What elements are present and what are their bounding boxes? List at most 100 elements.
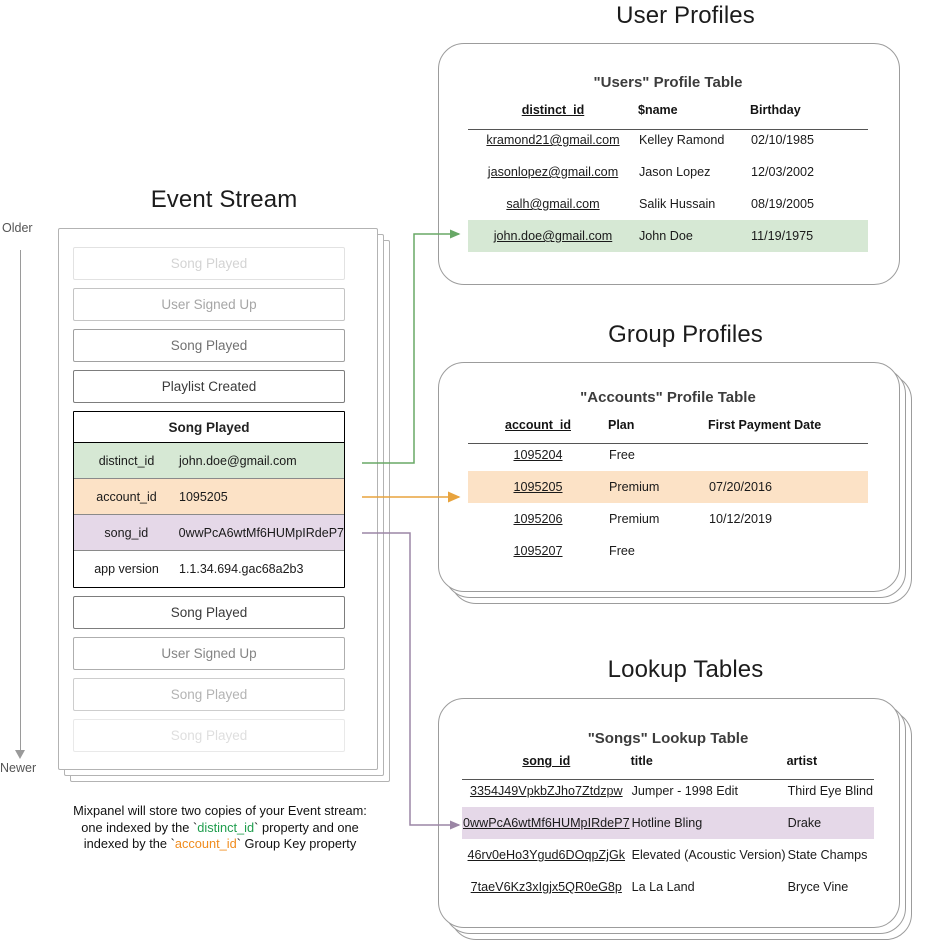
table-cell: Elevated (Acoustic Version) xyxy=(631,848,786,862)
table-cell: Bryce Vine xyxy=(787,880,849,894)
users-col-1: $name xyxy=(638,103,678,117)
event-property-value: john.doe@gmail.com xyxy=(179,453,297,468)
table-cell: Hotline Bling xyxy=(630,807,787,839)
event-property-key: song_id xyxy=(104,525,149,540)
table-cell: kramond21@gmail.com xyxy=(468,124,638,156)
users-col-0: distinct_id xyxy=(521,103,585,117)
table-cell: salh@gmail.com xyxy=(468,188,638,220)
users-profile-panel: "Users" Profile Table distinct_id $name … xyxy=(438,43,908,289)
songs-table-header-row: song_id title artist xyxy=(462,754,874,775)
event-row[interactable]: Song Played xyxy=(73,719,345,752)
table-cell: 07/20/2016 xyxy=(708,471,868,503)
table-cell-key: 1095206 xyxy=(513,512,563,526)
songs-col-1: title xyxy=(630,754,653,768)
table-cell: 1095207 xyxy=(468,535,608,567)
event-row-label: Song Played xyxy=(170,605,248,620)
table-cell-key: 1095205 xyxy=(513,480,563,494)
table-row[interactable]: 1095204 Free xyxy=(468,439,868,471)
table-cell: Third Eye Blind xyxy=(787,784,873,798)
event-row[interactable]: User Signed Up xyxy=(73,288,345,321)
table-cell-key: kramond21@gmail.com xyxy=(486,133,620,147)
event-row-label: Song Played xyxy=(170,256,248,271)
event-row-label: User Signed Up xyxy=(161,297,257,312)
table-cell: 7taeV6Kz3xIgjx5QR0eG8p xyxy=(462,871,631,903)
songs-table-title: "Songs" Lookup Table xyxy=(587,730,749,747)
event-row-label: Song Played xyxy=(170,687,248,702)
table-row[interactable]: salh@gmail.com Salik Hussain 08/19/2005 xyxy=(468,188,868,220)
songs-col-0: song_id xyxy=(522,754,571,768)
users-table-title: "Users" Profile Table xyxy=(593,74,743,91)
caption-line-3: indexed by the `account_id` Group Key pr… xyxy=(40,836,400,853)
table-cell-key: salh@gmail.com xyxy=(506,197,600,211)
accounts-table: account_id Plan First Payment Date 10952… xyxy=(468,418,868,567)
table-cell: 1095204 xyxy=(468,439,608,471)
axis-label-older: Older xyxy=(2,221,33,235)
event-property-key: app version xyxy=(94,562,159,576)
table-cell: Free xyxy=(609,544,635,558)
table-cell: 02/10/1985 xyxy=(751,133,815,147)
caption-line-3-pre: indexed by the ` xyxy=(83,836,175,851)
event-row-label: Song Played xyxy=(170,338,248,353)
section-title-group-profiles: Group Profiles xyxy=(608,321,763,348)
table-cell: 08/19/2005 xyxy=(751,197,815,211)
caption-line-3-post: ` Group Key property xyxy=(236,836,357,851)
songs-lookup-panel: "Songs" Lookup Table song_id title artis… xyxy=(438,698,918,946)
caption-token-distinct-id: distinct_id xyxy=(197,819,255,835)
table-cell-key: john.doe@gmail.com xyxy=(493,229,613,243)
table-cell: Jumper - 1998 Edit xyxy=(631,784,738,798)
event-row[interactable]: Song Played xyxy=(73,247,345,280)
accounts-table-header-rule xyxy=(468,443,868,445)
accounts-table-title: "Accounts" Profile Table xyxy=(580,389,756,406)
table-cell: Premium xyxy=(608,471,708,503)
caption-token-account-id: account_id xyxy=(174,836,237,851)
users-table: distinct_id $name Birthday kramond21@gma… xyxy=(468,103,868,252)
table-cell: 11/19/1975 xyxy=(750,220,868,252)
table-cell xyxy=(708,535,868,567)
event-row[interactable]: User Signed Up xyxy=(73,637,345,670)
table-cell: Free xyxy=(609,448,635,462)
table-cell-key: 7taeV6Kz3xIgjx5QR0eG8p xyxy=(470,880,622,894)
diagram-caption: Mixpanel will store two copies of your E… xyxy=(40,803,400,853)
accounts-profile-panel: "Accounts" Profile Table account_id Plan… xyxy=(438,362,918,610)
event-property-row[interactable]: distinct_id john.doe@gmail.com xyxy=(74,443,344,479)
table-cell: 46rv0eHo3Ygud6DOqpZjGk xyxy=(462,839,631,871)
event-row-label: Song Played xyxy=(170,728,248,743)
event-row[interactable]: Song Played xyxy=(73,678,345,711)
songs-table: song_id title artist 3354J49VpkbZJho7Ztd… xyxy=(462,754,874,903)
event-row[interactable]: Song Played xyxy=(73,596,345,629)
event-property-row[interactable]: song_id 0wwPcA6wtMf6HUMpIRdeP7 xyxy=(74,515,344,551)
table-cell: Premium xyxy=(609,512,660,526)
event-property-key: distinct_id xyxy=(98,453,155,468)
songs-col-2: artist xyxy=(786,754,818,768)
table-cell: 1095206 xyxy=(468,503,608,535)
caption-line-2-pre: one indexed by the ` xyxy=(81,819,198,835)
event-property-value: 0wwPcA6wtMf6HUMpIRdeP7 xyxy=(178,525,344,540)
event-property-value: 1095205 xyxy=(179,489,228,504)
event-row[interactable]: Song Played xyxy=(73,329,345,362)
songs-table-header-rule xyxy=(462,779,874,781)
table-cell: Salik Hussain xyxy=(639,197,716,211)
accounts-col-2: First Payment Date xyxy=(708,418,822,432)
caption-line-1: Mixpanel will store two copies of your E… xyxy=(73,803,367,818)
table-cell: jasonlopez@gmail.com xyxy=(468,156,638,188)
table-cell-key: 1095204 xyxy=(513,448,563,462)
table-cell: 1095205 xyxy=(468,471,608,503)
table-cell-key: jasonlopez@gmail.com xyxy=(487,165,619,179)
event-row[interactable]: Playlist Created xyxy=(73,370,345,403)
table-cell: john.doe@gmail.com xyxy=(468,220,638,252)
caption-line-2: one indexed by the `distinct_id` propert… xyxy=(40,820,400,837)
